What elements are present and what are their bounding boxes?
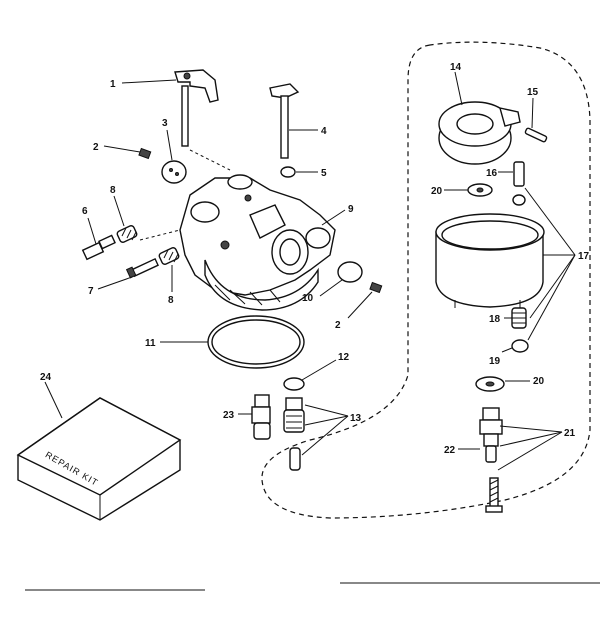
choke-plate <box>337 261 363 283</box>
callout-16: 16 <box>486 168 498 179</box>
leader-21c <box>497 431 563 471</box>
leader-2a <box>103 145 141 153</box>
leader-6 <box>87 217 97 245</box>
leader-19 <box>501 347 513 353</box>
leader-21a <box>499 425 563 433</box>
throttle-shaft <box>174 69 219 147</box>
callout-13: 13 <box>350 413 362 424</box>
callout-21: 21 <box>564 428 576 439</box>
callout-2a: 2 <box>93 142 99 153</box>
callout-1: 1 <box>110 79 116 90</box>
carburetor-body <box>179 174 336 311</box>
o-ring <box>283 377 305 391</box>
callout-8a: 8 <box>110 185 116 196</box>
callout-2b: 2 <box>335 320 341 331</box>
leader-8a <box>113 195 125 227</box>
throttle-plate-screw <box>138 147 152 160</box>
fuel-fitting <box>251 394 271 440</box>
choke-shaft-seal <box>280 166 296 178</box>
speed-screw-spring <box>158 247 180 265</box>
callout-20a: 20 <box>431 186 443 197</box>
repair-kit-box: REPAIR KIT <box>16 397 182 521</box>
callout-17: 17 <box>578 251 590 262</box>
speed-adjust-screw <box>125 257 159 279</box>
callout-12: 12 <box>338 352 350 363</box>
throttle-plate <box>161 160 187 184</box>
float <box>438 101 521 165</box>
leader-17c <box>529 254 576 319</box>
bowl-nut-assembly <box>479 407 503 513</box>
callout-14: 14 <box>450 62 462 73</box>
leader-7 <box>97 276 133 290</box>
callout-9: 9 <box>348 204 354 215</box>
callout-18: 18 <box>489 314 501 325</box>
callout-8b: 8 <box>168 295 174 306</box>
idle-screw-spring <box>116 225 138 243</box>
callout-10: 10 <box>302 293 314 304</box>
leader-13c <box>301 415 349 456</box>
main-jet-assembly <box>283 397 305 471</box>
callout-4: 4 <box>321 126 327 137</box>
bowl-spring <box>511 307 527 329</box>
callout-24: 24 <box>40 372 52 383</box>
callout-7: 7 <box>88 286 94 297</box>
leader-3 <box>166 129 173 161</box>
leader-2b <box>347 291 373 319</box>
leader-14 <box>454 71 463 106</box>
leader-13a <box>304 404 349 417</box>
leader-17a <box>524 187 576 256</box>
leader-9 <box>321 209 346 226</box>
leader-12 <box>301 359 337 381</box>
callout-5: 5 <box>321 168 327 179</box>
leader-1 <box>121 79 177 84</box>
leader-17d <box>527 254 576 341</box>
choke-shaft <box>269 83 300 159</box>
needle-clip <box>512 194 526 206</box>
leader-10 <box>319 279 343 297</box>
leader-21b <box>499 431 563 447</box>
leader-15 <box>531 97 534 129</box>
callout-11: 11 <box>145 338 156 349</box>
callout-6: 6 <box>82 206 88 217</box>
choke-plate-screw <box>369 281 383 294</box>
callout-22: 22 <box>444 445 456 456</box>
idle-mixture-screw <box>81 234 116 261</box>
callout-23: 23 <box>223 410 235 421</box>
callout-19: 19 <box>489 356 501 367</box>
leader-13b <box>304 415 349 426</box>
callout-20b: 20 <box>533 376 545 387</box>
leader-24 <box>44 381 63 419</box>
float-bowl <box>435 213 545 308</box>
callout-3: 3 <box>162 118 168 129</box>
float-bowl-group-outline <box>261 41 591 519</box>
float-pin <box>524 127 548 143</box>
callout-15: 15 <box>527 87 539 98</box>
bowl-seal <box>511 339 529 353</box>
inlet-needle <box>513 161 525 187</box>
